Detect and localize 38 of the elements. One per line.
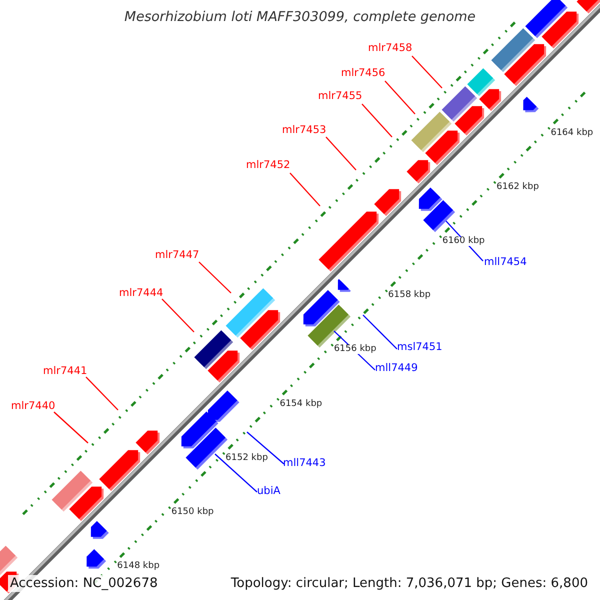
leader-line bbox=[326, 136, 356, 170]
accession-text: Accession: NC_002678 bbox=[8, 575, 160, 592]
gene-label: mlr7440 bbox=[11, 401, 56, 412]
leader-line bbox=[362, 104, 392, 138]
gene-label: mlr7444 bbox=[119, 288, 164, 298]
tick-label: 6154 kbp bbox=[280, 400, 322, 409]
genome-stats-text: Topology: circular; Length: 7,036,071 bp; Genes: 6,800 bbox=[228, 575, 590, 592]
gene-label: mlr7453 bbox=[282, 125, 326, 136]
title: Mesorhizobium loti MAFF303099, complete genome bbox=[124, 11, 476, 24]
leader-line bbox=[86, 376, 118, 410]
leader-line bbox=[290, 172, 320, 206]
leader-line bbox=[54, 412, 88, 444]
leader-line bbox=[162, 298, 194, 332]
tick-label: 6160 kbp bbox=[442, 236, 485, 246]
tick-label: 6164 kbp bbox=[550, 128, 594, 138]
tick-label: 6152 kbp bbox=[226, 454, 268, 463]
leader-line bbox=[246, 432, 284, 464]
gene-label: ubiA bbox=[257, 486, 280, 496]
leader-line bbox=[362, 314, 398, 350]
tick-label: 6156 kbp bbox=[334, 345, 376, 354]
gene-label: mll7454 bbox=[484, 257, 527, 268]
gene-label: mll7449 bbox=[375, 363, 418, 374]
leader-line bbox=[214, 454, 258, 492]
leader-line bbox=[198, 262, 232, 294]
gene-label: mlr7441 bbox=[43, 366, 88, 376]
gene-label: mlr7456 bbox=[341, 68, 386, 78]
leader-line bbox=[384, 80, 416, 114]
gene-label: mll7443 bbox=[283, 458, 326, 468]
gene-label: mlr7452 bbox=[246, 160, 290, 170]
tick-label: 6148 kbp bbox=[117, 562, 160, 572]
gene-label: mlr7455 bbox=[318, 91, 362, 102]
leader-line bbox=[412, 56, 442, 88]
gene-label: mlr7447 bbox=[155, 250, 200, 260]
gene-label: mlr7458 bbox=[368, 43, 412, 54]
gene-label: msl7451 bbox=[397, 342, 442, 352]
tick-label: 6150 kbp bbox=[171, 508, 214, 517]
tick-label: 6158 kbp bbox=[388, 291, 431, 300]
tick-label: 6162 kbp bbox=[496, 182, 539, 192]
